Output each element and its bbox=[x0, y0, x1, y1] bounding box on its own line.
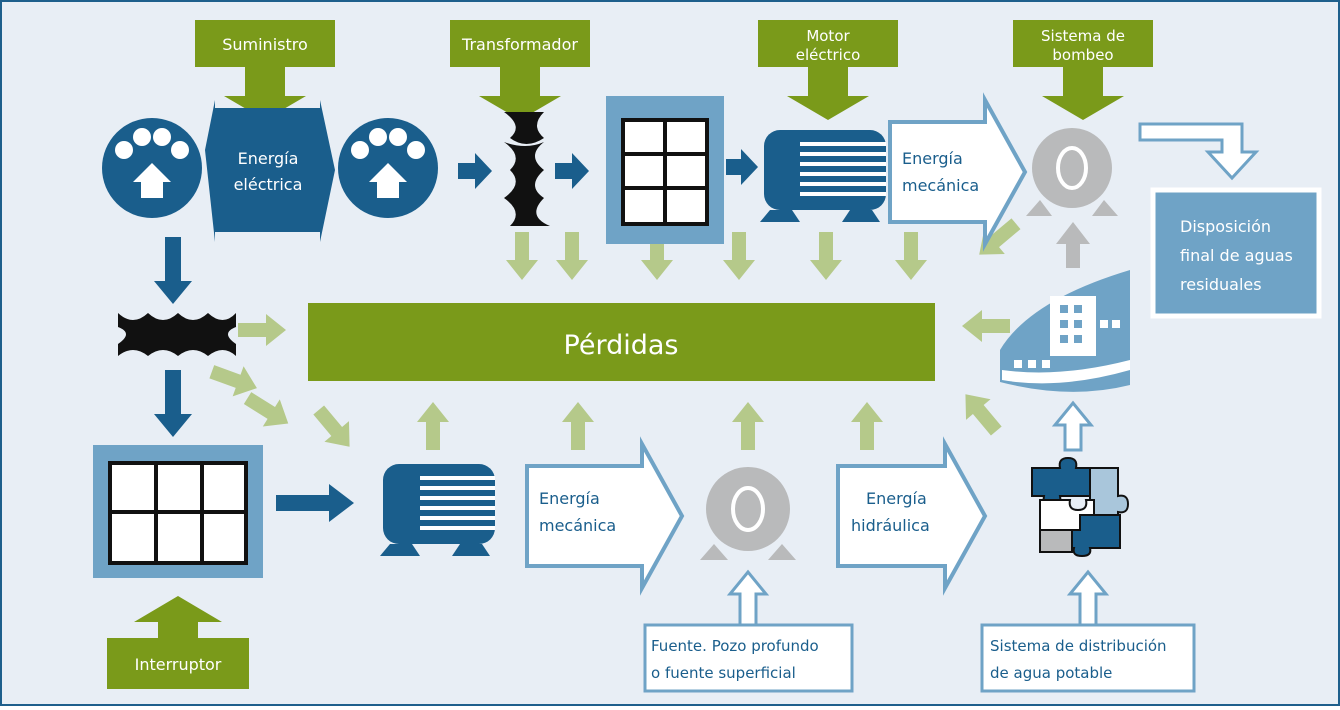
puzzle-network-icon bbox=[1031, 456, 1130, 558]
energia-hidraulica-label-1: Energía bbox=[866, 489, 927, 508]
energia-hidraulica-arrow: Energía hidráulica bbox=[836, 436, 988, 596]
switchboard-top-icon bbox=[606, 96, 724, 244]
motor-electrico-label-2: eléctrico bbox=[796, 46, 861, 64]
energia-mecanica-top-label-1: Energía bbox=[902, 149, 963, 168]
treatment-plant-icon bbox=[1000, 270, 1130, 392]
motor-top-icon bbox=[760, 130, 886, 222]
energia-mecanica-top-arrow: Energía mecánica bbox=[888, 92, 1028, 252]
switchboard-bottom-icon bbox=[93, 445, 263, 578]
fuente-label-1: Fuente. Pozo profundo bbox=[651, 637, 819, 655]
supply-header: Suministro bbox=[195, 20, 335, 120]
gray-up-arrow bbox=[1056, 222, 1090, 268]
meter-right-icon bbox=[338, 118, 438, 218]
disposicion-label-3: residuales bbox=[1180, 275, 1262, 294]
disposicion-label-1: Disposición bbox=[1180, 217, 1271, 236]
distribucion-label-1: Sistema de distribución bbox=[990, 637, 1167, 655]
pumping-header: Sistema de bombeo bbox=[1013, 20, 1153, 120]
motor-electrico-label-1: Motor bbox=[806, 27, 850, 45]
energia-mecanica-bottom-arrow: Energía mecánica bbox=[525, 436, 685, 596]
pump-top-icon bbox=[1026, 128, 1118, 216]
sistema-bombeo-label-2: bombeo bbox=[1052, 46, 1113, 64]
energia-electrica-label-2: eléctrica bbox=[234, 175, 303, 194]
distribucion-label-2: de agua potable bbox=[990, 664, 1112, 682]
fuente-box: Fuente. Pozo profundo o fuente superfici… bbox=[643, 569, 854, 693]
perdidas-box bbox=[308, 303, 935, 381]
energia-mecanica-bottom-label-2: mecánica bbox=[539, 516, 616, 535]
energia-hidraulica-label-2: hidráulica bbox=[851, 516, 930, 535]
energia-mecanica-top-label-2: mecánica bbox=[902, 176, 979, 195]
energia-electrica-label-1: Energía bbox=[238, 149, 299, 168]
disposicion-box: Disposición final de aguas residuales bbox=[1150, 187, 1322, 319]
interruptor-label: Interruptor bbox=[135, 655, 222, 674]
fuente-label-2: o fuente superficial bbox=[651, 664, 796, 682]
disposicion-label-2: final de aguas bbox=[1180, 246, 1293, 265]
motor-header: Motor eléctrico bbox=[758, 20, 898, 120]
sistema-bombeo-label-1: Sistema de bbox=[1041, 27, 1125, 45]
pump-bottom-icon bbox=[700, 467, 796, 560]
energia-mecanica-bottom-label-1: Energía bbox=[539, 489, 600, 508]
energia-electrica-arrow: Energía eléctrica bbox=[205, 100, 335, 242]
puzzle-up-arrow bbox=[1051, 400, 1095, 452]
transformer-header: Transformador bbox=[450, 20, 590, 120]
transformer-left-icon bbox=[118, 313, 236, 356]
to-disposicion-arrow bbox=[1138, 122, 1260, 181]
flow-arrows bbox=[154, 149, 758, 522]
transformador-label: Transformador bbox=[461, 35, 578, 54]
transformer-top-icon bbox=[504, 112, 550, 226]
perdidas-label: Pérdidas bbox=[564, 330, 679, 361]
motor-bottom-icon bbox=[380, 464, 495, 556]
interruptor-header: Interruptor bbox=[107, 596, 249, 689]
distribucion-box: Sistema de distribución de agua potable bbox=[980, 569, 1196, 693]
meter-left-icon bbox=[102, 118, 202, 218]
suministro-label: Suministro bbox=[222, 35, 308, 54]
